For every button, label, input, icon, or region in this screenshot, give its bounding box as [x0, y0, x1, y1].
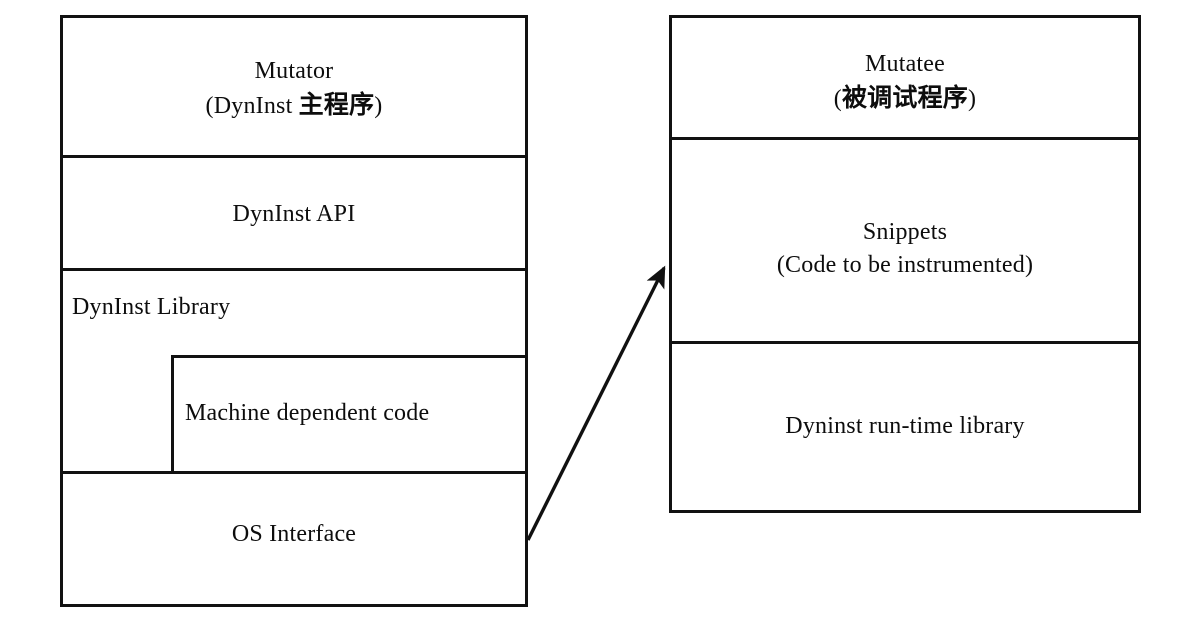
mutator-label-line1: Mutator — [254, 58, 334, 84]
mutator-divider-3 — [60, 471, 528, 474]
machine-dependent-code-label-text: Machine dependent code — [185, 400, 430, 426]
os-interface-label-text: OS Interface — [231, 521, 357, 547]
mutator-label: Mutator (DynInst 主程序) — [60, 55, 528, 123]
mutatee-label: Mutatee (被调试程序) — [669, 48, 1141, 116]
dyninst-api-label-text: DynInst API — [232, 201, 356, 227]
mutatee-label-line2-suffix: ) — [968, 86, 977, 112]
machine-dependent-code-label: Machine dependent code — [185, 397, 525, 430]
mutator-column — [60, 15, 528, 607]
mutator-label-line2: (DynInst 主程序) — [60, 88, 528, 123]
mutatee-column — [669, 15, 1141, 513]
mutator-label-line2-prefix: (DynInst — [205, 93, 299, 119]
mutatee-divider-1 — [669, 137, 1141, 140]
snippets-label: Snippets (Code to be instrumented) — [669, 216, 1141, 282]
mutator-divider-2 — [60, 268, 528, 271]
mutatee-label-line2-cjk: 被调试程序 — [841, 83, 968, 112]
dyninst-runtime-library-label-text: Dyninst run-time library — [785, 413, 1025, 439]
mutatee-label-line1: Mutatee — [864, 51, 946, 77]
mutator-label-line2-cjk: 主程序 — [298, 90, 375, 119]
machine-dependent-code-box-left — [171, 355, 174, 474]
dyninst-runtime-library-label: Dyninst run-time library — [669, 410, 1141, 443]
arrow-shaft — [526, 265, 666, 541]
snippets-label-line2: (Code to be instrumented) — [776, 252, 1034, 278]
mutatee-label-line2-prefix: ( — [833, 86, 842, 112]
os-interface-label: OS Interface — [60, 518, 528, 551]
machine-dependent-code-box-top — [171, 355, 528, 358]
dyninst-library-label-text: DynInst Library — [72, 294, 231, 320]
mutatee-label-line2: (被调试程序) — [669, 81, 1141, 116]
dyninst-library-label: DynInst Library — [72, 291, 512, 324]
mutator-label-line2-suffix: ) — [374, 93, 383, 119]
mutatee-divider-2 — [669, 341, 1141, 344]
dyninst-api-label: DynInst API — [60, 198, 528, 231]
mutator-divider-1 — [60, 155, 528, 158]
snippets-label-line1: Snippets — [862, 219, 948, 245]
